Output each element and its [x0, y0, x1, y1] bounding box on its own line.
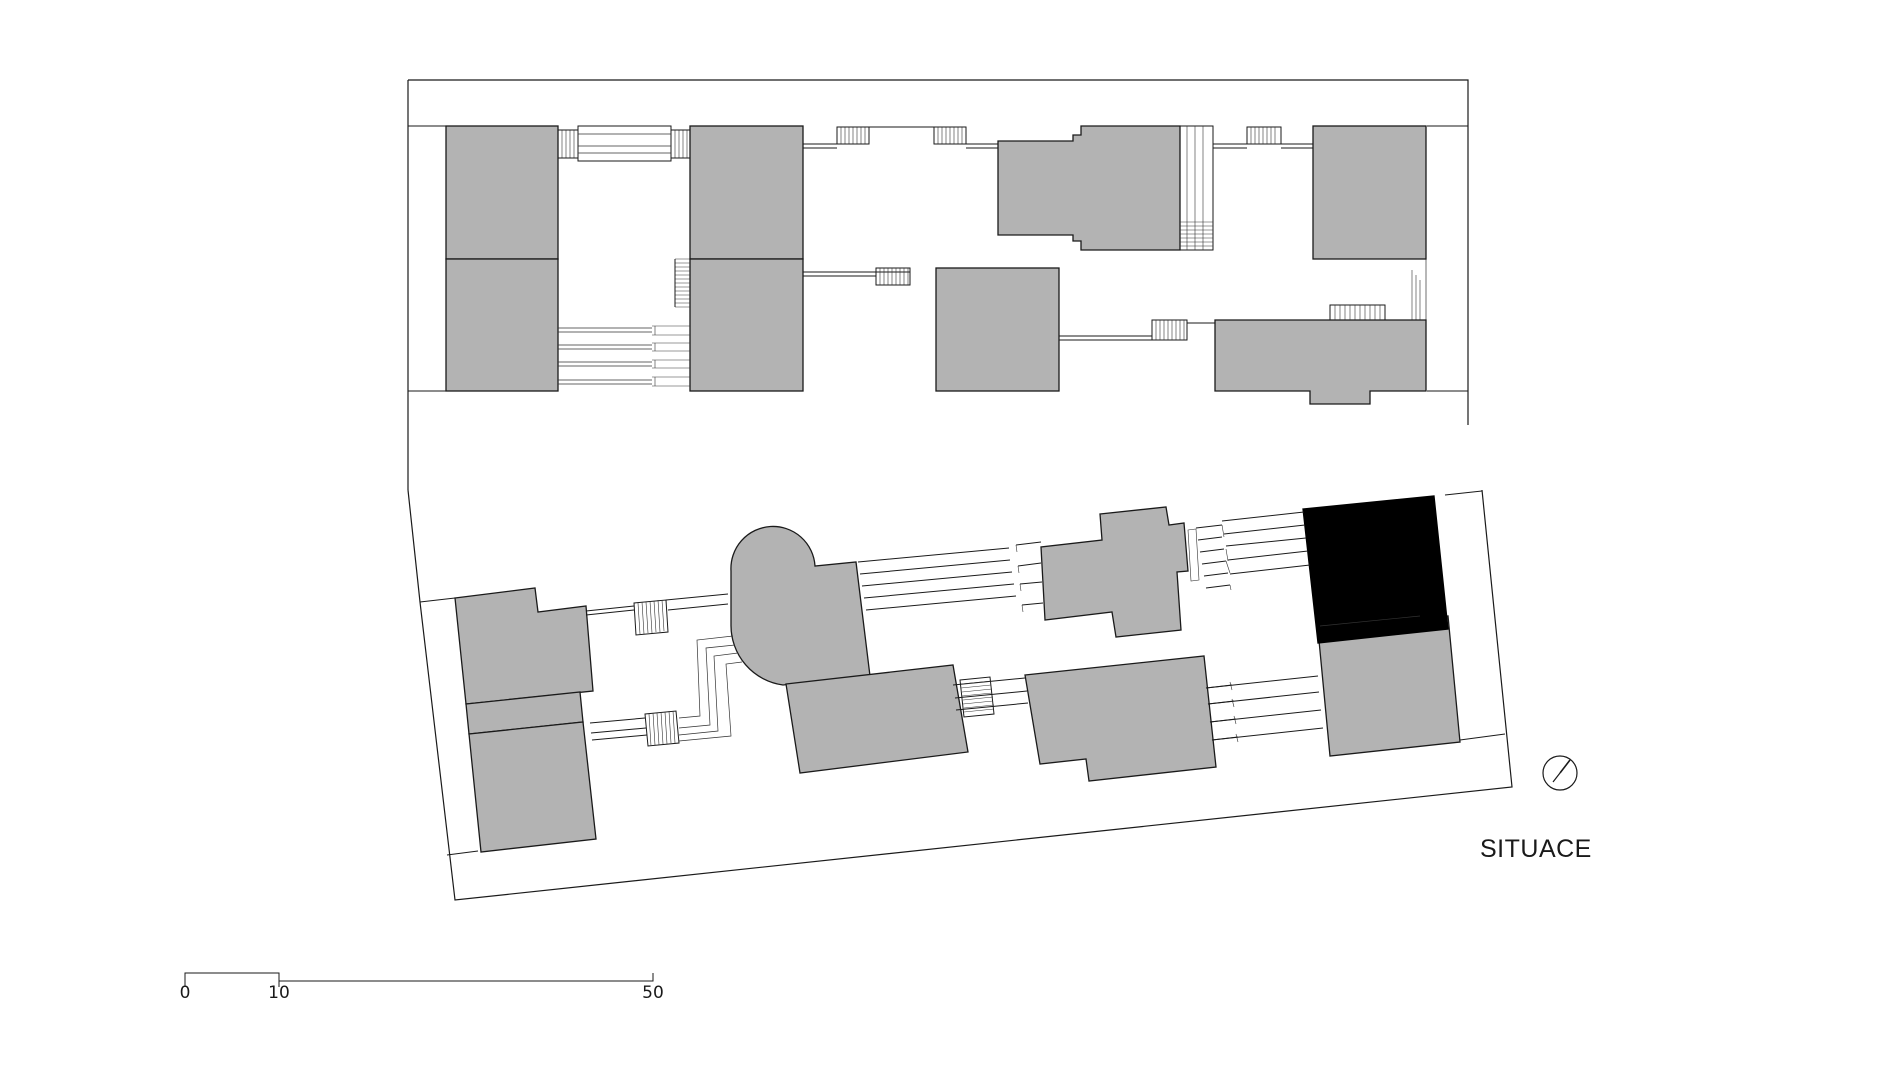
- scale-label-50: 50: [642, 983, 664, 1003]
- building-l7: [1024, 655, 1217, 782]
- drawing-title: SITUACE: [1480, 835, 1592, 863]
- building-l6: [1040, 506, 1189, 638]
- building-l5: [785, 664, 969, 774]
- building-u5: [997, 125, 1181, 251]
- lower-buildings: [454, 495, 1461, 853]
- scale-label-10: 10: [268, 983, 290, 1003]
- upper-buildings: [445, 125, 1427, 405]
- building-l1: [454, 587, 594, 705]
- upper-connectors: [558, 125, 1386, 387]
- building-l3: [468, 721, 597, 853]
- building-u6: [1312, 125, 1427, 260]
- lower-connectors: [585, 511, 1421, 747]
- building-u3: [689, 125, 804, 260]
- lower-plot-boundary: [407, 489, 1513, 901]
- upper-plot-boundary: [407, 79, 1469, 490]
- building-u8: [1214, 319, 1427, 405]
- building-l4: [730, 525, 871, 686]
- building-u7: [935, 267, 1060, 392]
- building-u2: [445, 258, 559, 392]
- scale-bar: [184, 972, 654, 987]
- lower-plot: [407, 489, 1513, 901]
- building-highlighted: [1302, 495, 1449, 644]
- scale-label-0: 0: [179, 983, 191, 1003]
- building-u1: [445, 125, 559, 260]
- north-arrow-icon: [1542, 755, 1578, 791]
- building-u4: [689, 258, 804, 392]
